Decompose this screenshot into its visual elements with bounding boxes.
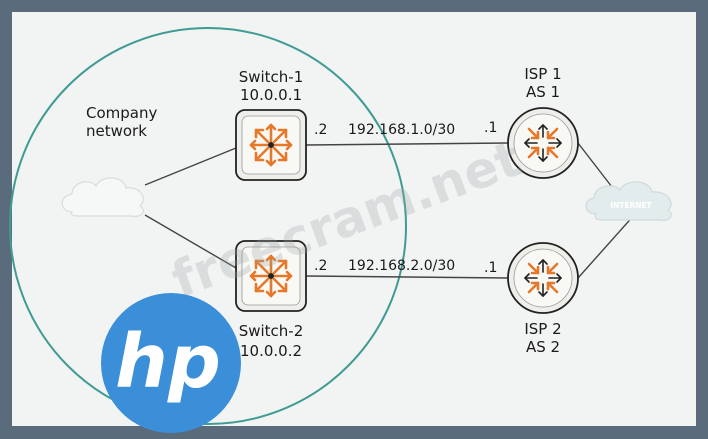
switch-2-device (235, 240, 307, 312)
company-cloud-icon (61, 177, 144, 217)
internet-cloud-icon (585, 181, 672, 221)
switch-1-icon (249, 123, 293, 167)
isp-1-port-label: .1 (484, 120, 497, 136)
isp-2-as: AS 2 (526, 338, 560, 356)
internet-label: INTERNET (610, 201, 652, 210)
isp-1-router (507, 107, 579, 179)
isp-1-as: AS 1 (526, 83, 560, 101)
company-network-label-line1: Company (86, 104, 157, 122)
switch-2-port-label: .2 (314, 258, 327, 274)
company-network-label-line2: network (86, 122, 147, 140)
link-company-switch1 (144, 147, 237, 186)
link-switch2-isp2 (305, 275, 509, 279)
link-switch1-isp1 (305, 142, 509, 146)
isp-2-name: ISP 2 (524, 320, 561, 338)
link-isp2-internet (577, 212, 637, 279)
hp-logo: hp (101, 293, 241, 433)
switch-1-port-label: .2 (314, 122, 327, 138)
switch-2-name: Switch-2 (239, 322, 304, 340)
isp-2-router (507, 242, 579, 314)
switch-1-ip: 10.0.0.1 (240, 86, 302, 104)
link-company-switch2 (144, 214, 237, 269)
isp-1-name: ISP 1 (524, 65, 561, 83)
switch-1-name: Switch-1 (239, 68, 304, 86)
link-1-subnet: 192.168.1.0/30 (348, 122, 455, 138)
isp-2-port-label: .1 (484, 260, 497, 276)
company-network-circle (9, 27, 407, 425)
link-2-subnet: 192.168.2.0/30 (348, 258, 455, 274)
hp-logo-text: hp (115, 319, 221, 405)
switch-2-ip: 10.0.0.2 (240, 342, 302, 360)
switch-1-device (235, 109, 307, 181)
